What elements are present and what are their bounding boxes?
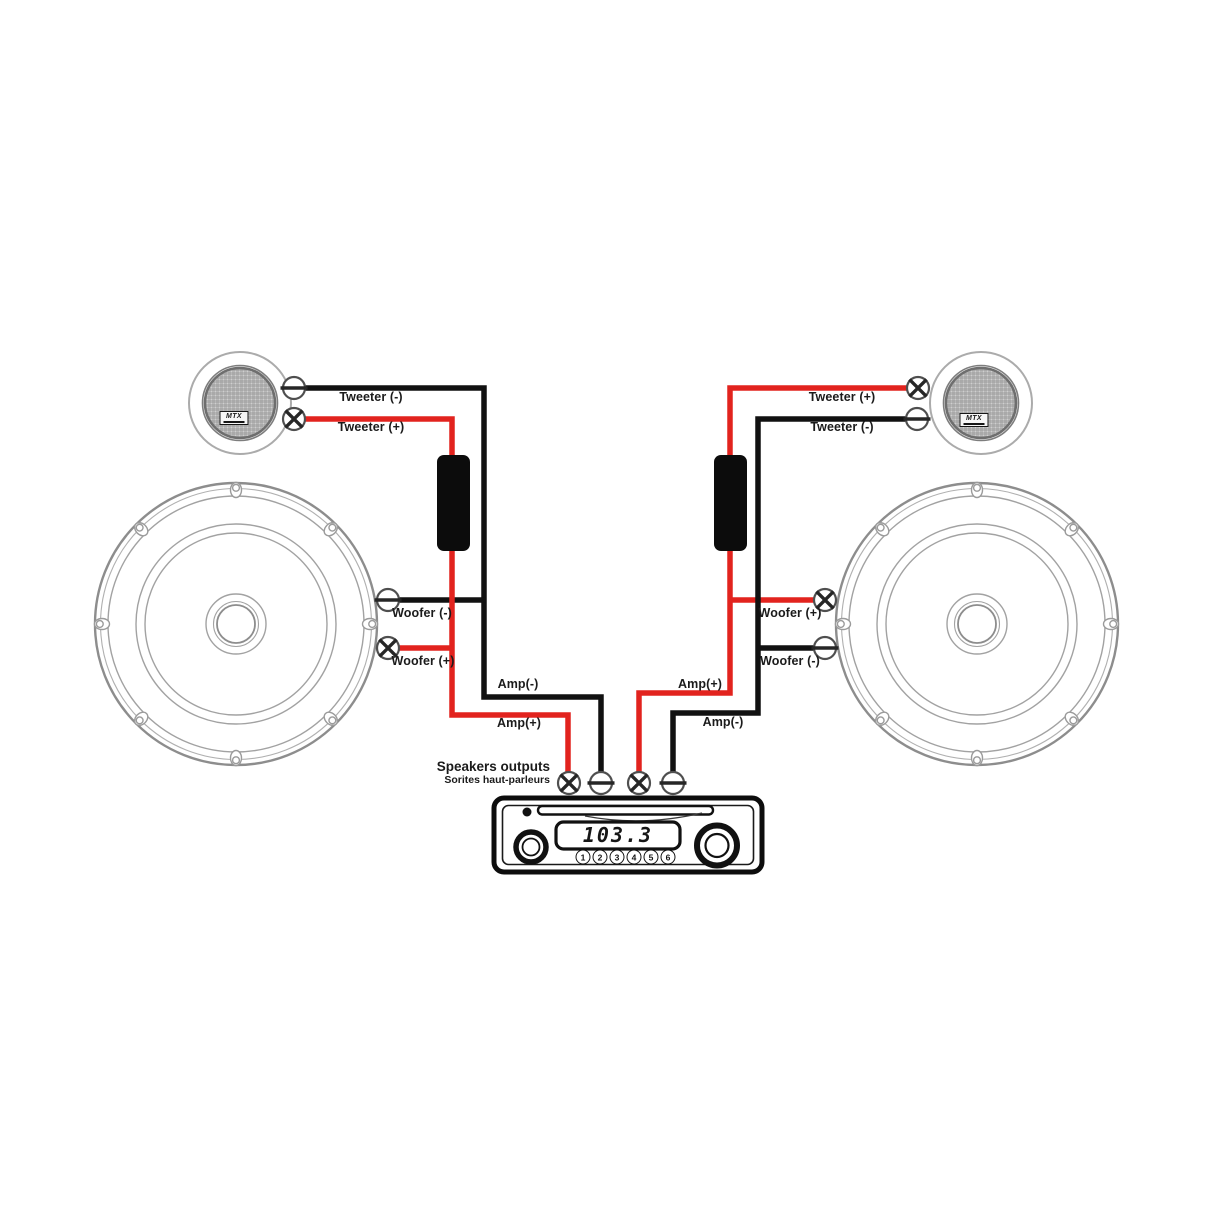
right-crossover — [714, 455, 747, 551]
right-amp-negative-label: Amp(-) — [702, 715, 744, 729]
volume-knob — [513, 829, 549, 865]
headunit-left-plus-terminal-icon — [556, 770, 582, 796]
right-tweeter-brand-logo: MTX — [959, 413, 989, 427]
brand-logo-text: MTX — [966, 414, 982, 422]
left-woofer-negative-label: Woofer (-) — [392, 606, 452, 620]
right-tweeter-plus-terminal-icon — [905, 375, 931, 401]
left-crossover — [437, 455, 470, 551]
left-tweeter — [188, 351, 292, 455]
left-tweeter-plus-terminal-icon — [281, 406, 307, 432]
left-woofer — [93, 481, 379, 767]
left-amp-positive-label: Amp(+) — [496, 716, 542, 730]
right-tweeter-negative-label: Tweeter (-) — [810, 420, 874, 434]
brand-logo-underline — [223, 420, 245, 424]
preset-button-1: 1 — [575, 849, 591, 865]
right-tweeter-positive-label: Tweeter (+) — [808, 390, 876, 404]
cd-slot — [536, 804, 715, 816]
brand-logo-underline — [963, 422, 985, 426]
left-amp-negative-label: Amp(-) — [497, 677, 539, 691]
headunit-right-plus-terminal-icon — [626, 770, 652, 796]
radio-frequency-display: 103.3 — [582, 823, 654, 847]
preset-button-5: 5 — [643, 849, 659, 865]
preset-button-2: 2 — [592, 849, 608, 865]
right-woofer-negative-label: Woofer (-) — [760, 654, 820, 668]
left-tweeter-positive-label: Tweeter (+) — [337, 420, 405, 434]
tuning-knob — [694, 822, 740, 869]
right-woofer-positive-label: Woofer (+) — [758, 606, 822, 620]
headunit-left-minus-terminal-icon — [585, 770, 617, 796]
headunit-right-minus-terminal-icon — [657, 770, 689, 796]
preset-button-4: 4 — [626, 849, 642, 865]
left-tweeter-negative-label: Tweeter (-) — [339, 390, 403, 404]
right-tweeter — [929, 351, 1033, 455]
preset-button-6: 6 — [660, 849, 676, 865]
left-negative-wire — [294, 385, 604, 777]
right-amp-positive-label: Amp(+) — [677, 677, 723, 691]
speakers-outputs-label-fr: Sorites haut-parleurs — [444, 773, 550, 786]
left-woofer-positive-label: Woofer (+) — [391, 654, 455, 668]
display-frame — [554, 820, 682, 851]
brand-logo-text: MTX — [226, 412, 242, 420]
head-unit — [491, 795, 765, 875]
right-woofer — [834, 481, 1120, 767]
speakers-outputs-label-en: Speakers outputs — [436, 759, 550, 774]
preset-button-3: 3 — [609, 849, 625, 865]
speakers-outputs-label-block: Speakers outputs Sorites haut-parleurs — [436, 759, 550, 786]
power-led — [522, 807, 532, 817]
left-tweeter-brand-logo: MTX — [219, 411, 249, 425]
right-positive-wire — [636, 385, 918, 777]
right-tweeter-minus-terminal-icon — [901, 406, 933, 432]
